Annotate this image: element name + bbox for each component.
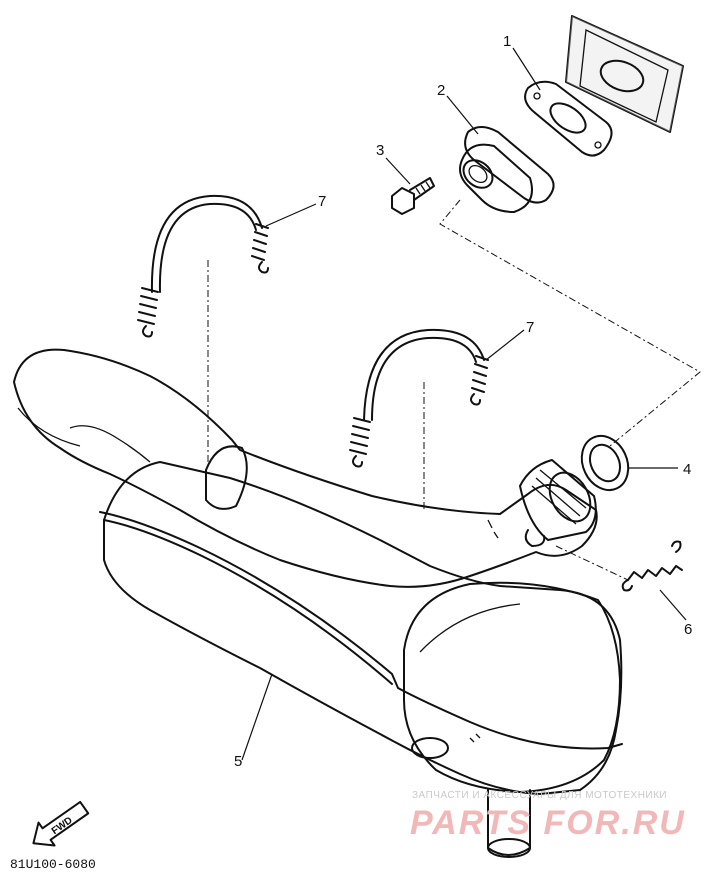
callout-7-lower: 7 (526, 319, 534, 336)
watermark-brand: PARTS FOR.RU (410, 804, 686, 842)
callout-4: 4 (683, 461, 691, 478)
fwd-arrow: FWD (32, 800, 90, 847)
callout-7-upper: 7 (318, 193, 326, 210)
callout-3: 3 (376, 142, 384, 159)
callout-labels: 1 2 3 7 7 4 6 5 (234, 33, 692, 770)
watermark: ЗАПЧАСТИ И АКСЕССУАРЫ ДЛЯ МОТОТЕХНИКИ PA… (410, 790, 686, 842)
spring-7a (137, 194, 269, 338)
part-3-bolt (391, 177, 435, 215)
diagram-code: 81U100-6080 (10, 857, 96, 872)
part-6-spring (621, 540, 683, 592)
part-2-manifold (459, 126, 555, 213)
centre-lines (207, 199, 701, 581)
cylinder-block (565, 15, 684, 133)
callout-2: 2 (437, 82, 445, 99)
watermark-tagline: ЗАПЧАСТИ И АКСЕССУАРЫ ДЛЯ МОТОТЕХНИКИ (412, 790, 667, 801)
callout-6: 6 (684, 621, 692, 638)
callout-1: 1 (503, 33, 511, 50)
leader-lines (241, 47, 687, 761)
part-5-muffler (13, 348, 623, 858)
fwd-label: FWD (50, 815, 75, 837)
part-1-gasket (524, 80, 613, 157)
part-4-gasket-ring (580, 434, 630, 492)
callout-5: 5 (234, 753, 242, 770)
spring-7b (349, 328, 489, 468)
